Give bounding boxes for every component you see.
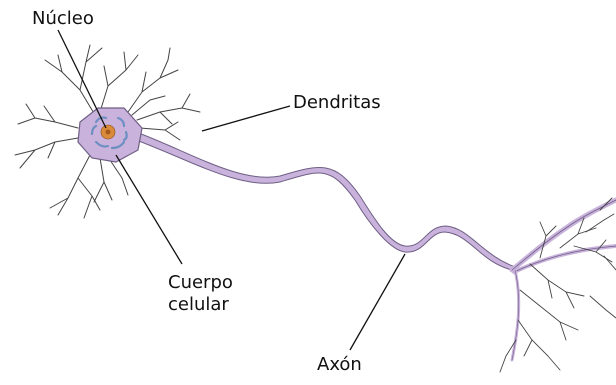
dendrites-label: Dendritas — [293, 92, 381, 114]
cell-body-label-line1: Cuerpo — [168, 272, 233, 294]
axon-membrane — [136, 132, 518, 270]
cell-body-label: Cuerpo celular — [168, 272, 233, 316]
cell-body-label-line2: celular — [168, 294, 233, 316]
nucleus-leader-line — [58, 30, 106, 128]
axon-label: Axón — [317, 354, 362, 376]
nucleolus — [106, 130, 111, 135]
axon-terminals — [500, 198, 616, 372]
cell-body-leader-line — [116, 155, 182, 264]
dendrites-leader-line — [202, 106, 290, 131]
axon-leader-line — [350, 254, 405, 350]
nucleus-label: Núcleo — [32, 8, 94, 30]
